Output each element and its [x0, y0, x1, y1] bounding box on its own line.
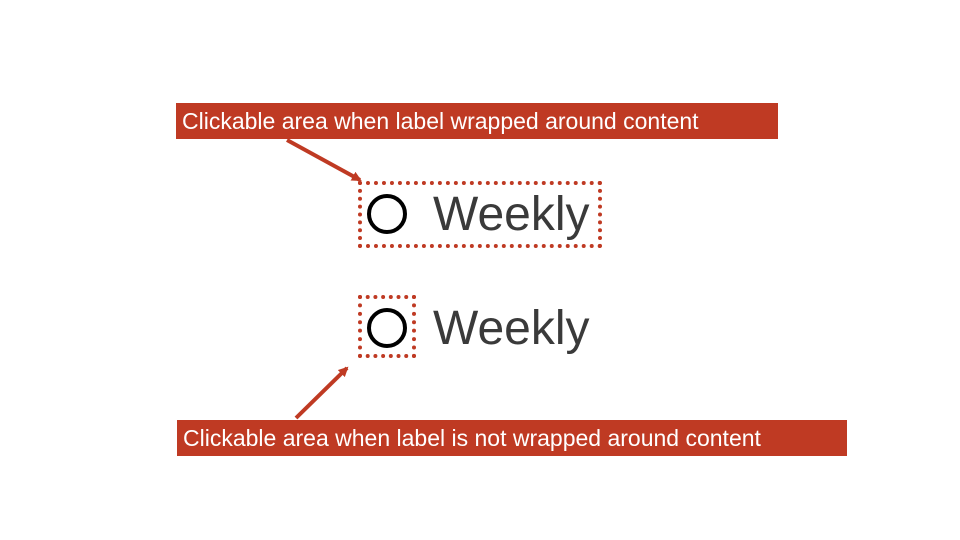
- callout-wrapped: Clickable area when label wrapped around…: [176, 103, 778, 139]
- arrow-top: [286, 138, 362, 182]
- callout-unwrapped: Clickable area when label is not wrapped…: [177, 420, 847, 456]
- clickable-area-wrapped[interactable]: [358, 181, 602, 248]
- arrow-bottom: [294, 366, 349, 420]
- radio-button-weekly-wrapped[interactable]: [367, 194, 407, 234]
- radio-button-weekly-unwrapped[interactable]: [367, 308, 407, 348]
- weekly-label-wrapped[interactable]: Weekly: [433, 188, 590, 241]
- weekly-label-unwrapped: Weekly: [433, 302, 590, 355]
- clickable-area-unwrapped[interactable]: [358, 295, 416, 358]
